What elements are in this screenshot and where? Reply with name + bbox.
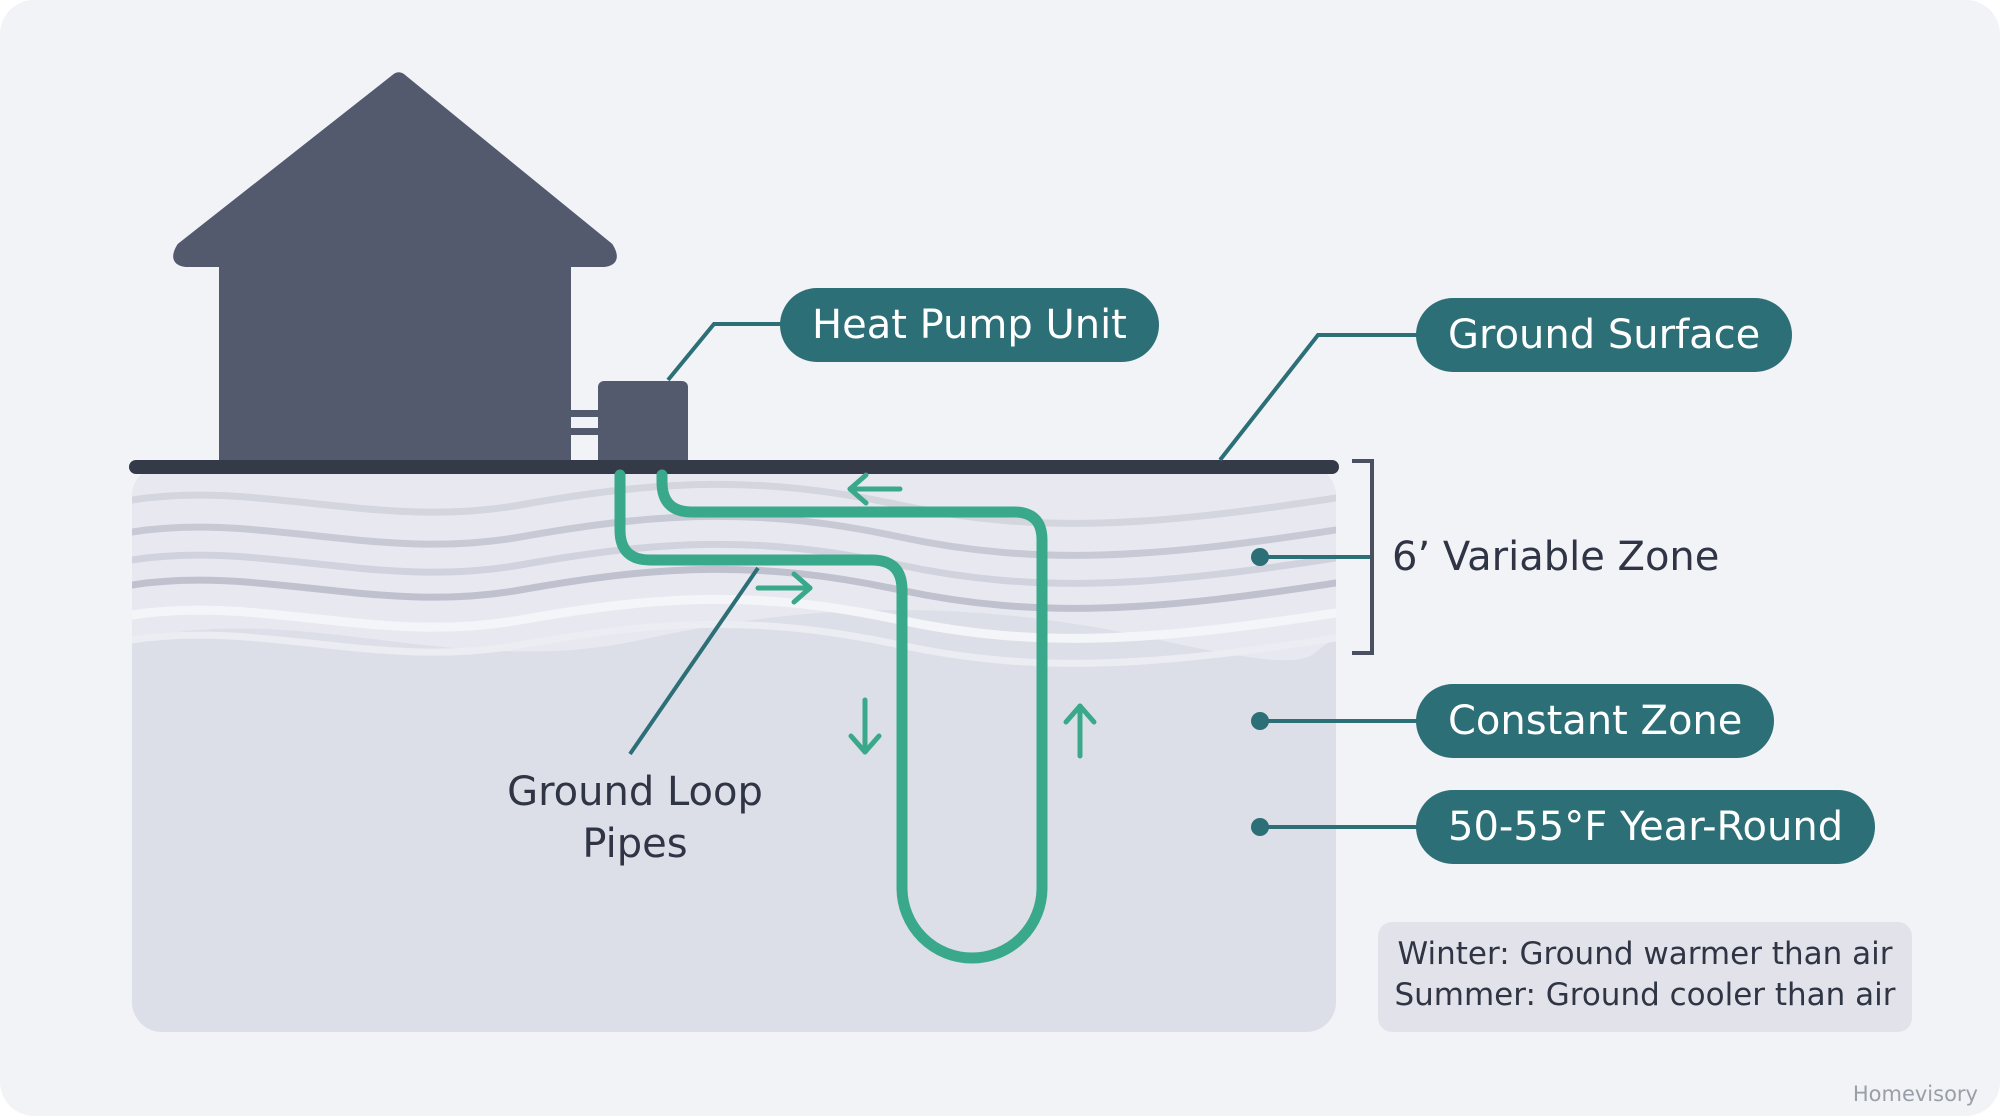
constant-zone-label: Constant Zone [1416, 684, 1775, 758]
season-note-summer: Summer: Ground cooler than air [1394, 977, 1896, 1013]
ground-loop-label-line2: Pipes [582, 821, 688, 867]
brand-watermark: Homevisory [1852, 1082, 1978, 1106]
ground-surface-label: Ground Surface [1416, 298, 1793, 372]
leader-dots [1251, 548, 1269, 836]
house-icon [173, 72, 617, 469]
leader-ground-surface [1218, 333, 1420, 462]
variable-zone-label: 6’ Variable Zone [1392, 534, 1720, 580]
ground-soil [132, 466, 1336, 1032]
variable-zone-bracket [1352, 459, 1374, 655]
arrow-right-icon [755, 571, 813, 605]
arrow-left-icon [847, 472, 903, 506]
heat-pump-unit-icon [568, 381, 688, 468]
leader-heat-pump [666, 322, 790, 382]
temperature-label: 50-55°F Year-Round [1416, 790, 1876, 864]
ground-loop-pipes [614, 469, 1048, 964]
season-note: Winter: Ground warmer than air Summer: G… [1378, 922, 1912, 1032]
flow-arrows [755, 472, 1097, 759]
ground-loop-label-line1: Ground Loop [507, 769, 763, 815]
heat-pump-unit-label: Heat Pump Unit [780, 288, 1159, 362]
season-note-winter: Winter: Ground warmer than air [1397, 936, 1893, 972]
arrow-down-icon [848, 697, 882, 755]
leader-lines [628, 322, 1420, 829]
leader-ground-loop [628, 566, 760, 756]
ground-loop-label: Ground Loop Pipes [440, 766, 830, 870]
arrow-up-icon [1063, 703, 1097, 759]
